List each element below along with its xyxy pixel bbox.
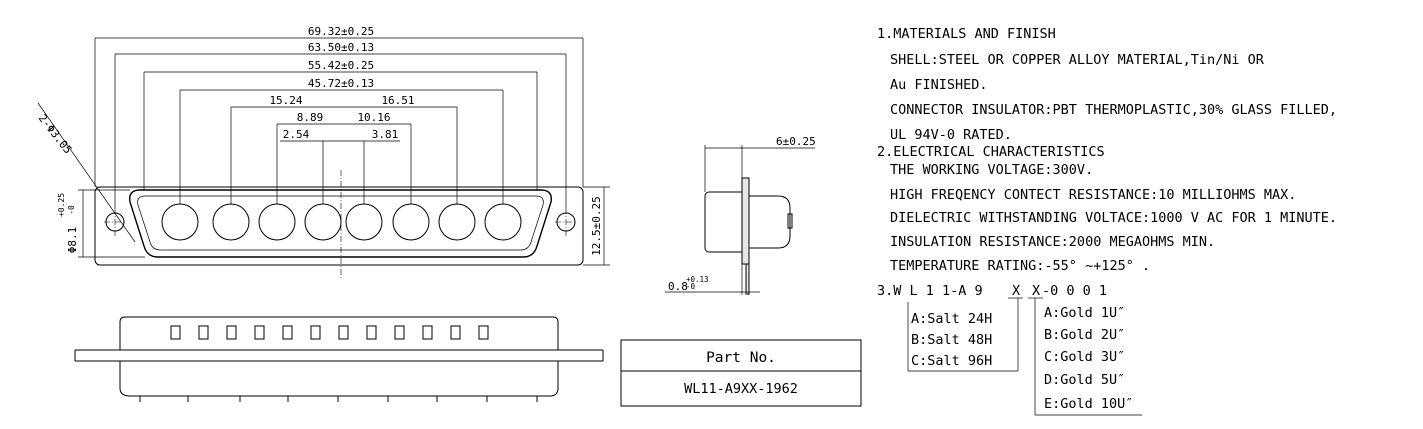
contact-5 bbox=[345, 203, 383, 241]
gold-option: A:Gold 1U″ bbox=[1044, 305, 1125, 321]
note-line1: 1.MATERIALS AND FINISH bbox=[877, 26, 1056, 42]
dim-hole-callout: 2-Φ3.05 bbox=[36, 112, 75, 157]
part-table-header: Part No. bbox=[706, 350, 776, 366]
salt-option: B:Salt 48H bbox=[911, 332, 992, 348]
notes: 1.MATERIALS AND FINISH SHELL:STEEL OR CO… bbox=[877, 26, 1337, 274]
note-line11: TEMPERATURE RATING:-55° ~+125° . bbox=[890, 258, 1150, 274]
side-pin bbox=[745, 263, 750, 295]
dim-overall: 69.32±0.25 bbox=[308, 25, 374, 38]
gold-options: A:Gold 1U″ B:Gold 2U″ C:Gold 3U″ D:Gold … bbox=[1044, 305, 1133, 412]
gold-option: C:Gold 3U″ bbox=[1044, 349, 1125, 365]
dim-height: 12.5±0.25 bbox=[590, 196, 603, 256]
dim-left-far: 15.24 bbox=[269, 94, 302, 107]
flange-outline bbox=[94, 186, 584, 266]
salt-option: C:Salt 96H bbox=[911, 353, 992, 369]
note-line9: DIELECTRIC WITHSTANDING VOLTACE:1000 V A… bbox=[890, 210, 1337, 226]
gold-option: D:Gold 5U″ bbox=[1044, 372, 1125, 388]
part-table-value: WL11-A9XX-1962 bbox=[684, 381, 798, 397]
contact-cavities bbox=[161, 203, 522, 241]
side-flange-thickness: 0.8 bbox=[668, 280, 688, 293]
side-depth: 6±0.25 bbox=[776, 135, 816, 148]
salt-option: A:Salt 24H bbox=[911, 311, 992, 327]
dim-mount-holes: 63.50±0.13 bbox=[308, 41, 374, 54]
gold-option: E:Gold 10U″ bbox=[1044, 396, 1133, 412]
dim-shell-height: Φ8.1 bbox=[66, 227, 79, 254]
dim-shell-tol-upper: +0.25 bbox=[57, 193, 66, 217]
note-line5: UL 94V-0 RATED. bbox=[890, 127, 1012, 143]
dim-left-mid: 8.89 bbox=[297, 111, 324, 124]
contact-3 bbox=[258, 203, 296, 241]
contact-7 bbox=[438, 203, 476, 241]
side-insulator bbox=[749, 195, 791, 249]
note-line8: HIGH FREQENCY CONTECT RESISTANCE:10 MILL… bbox=[890, 187, 1296, 203]
bottom-view bbox=[74, 316, 604, 402]
dim-right-mid: 10.16 bbox=[357, 111, 390, 124]
note-line7: THE WORKING VOLTAGE:300V. bbox=[890, 162, 1093, 178]
side-shell-body bbox=[704, 191, 748, 253]
note-line10: INSULATION RESISTANCE:2000 MEGAOHMS MIN. bbox=[890, 234, 1215, 250]
side-view: 6±0.25 0.8 +0.13 -0 bbox=[665, 135, 816, 295]
gold-option: B:Gold 2U″ bbox=[1044, 327, 1125, 343]
dim-pin-span: 45.72±0.13 bbox=[308, 77, 374, 90]
dim-right-far: 16.51 bbox=[381, 94, 414, 107]
contact-2 bbox=[212, 203, 250, 241]
code-suffix: -0 0 0 1 bbox=[1042, 283, 1107, 299]
code-x2: X bbox=[1032, 283, 1040, 299]
note-line4: CONNECTOR INSULATOR:PBT THERMOPLASTIC,30… bbox=[890, 102, 1337, 118]
bottom-pins bbox=[139, 396, 538, 402]
dim-shell-tol-lower: -0 bbox=[67, 205, 76, 215]
salt-options: A:Salt 24H B:Salt 48H C:Salt 96H bbox=[911, 311, 992, 369]
note-line3: Au FINISHED. bbox=[890, 77, 988, 93]
front-dimensions: 69.32±0.25 63.50±0.13 55.42±0.25 45.72±0… bbox=[36, 25, 610, 266]
code-x1: X bbox=[1012, 283, 1020, 299]
bottom-slots bbox=[170, 325, 489, 340]
note-line2: SHELL:STEEL OR COPPER ALLOY MATERIAL,Tin… bbox=[890, 52, 1265, 68]
contact-6 bbox=[392, 203, 430, 241]
front-view: 69.32±0.25 63.50±0.13 55.42±0.25 45.72±0… bbox=[36, 25, 610, 278]
dim-shell-outer: 55.42±0.25 bbox=[308, 59, 374, 72]
order-code: 3.W L 1 1-A 9 X X -0 0 0 1 A:Salt 24H B:… bbox=[877, 283, 1142, 416]
side-flange-tol-upper: +0.13 bbox=[686, 275, 709, 284]
side-flange bbox=[741, 177, 750, 265]
contact-8 bbox=[484, 203, 522, 241]
part-number-table: Part No. WL11-A9XX-1962 bbox=[620, 339, 862, 407]
note-line6: 2.ELECTRICAL CHARACTERISTICS bbox=[877, 144, 1105, 160]
dim-right-near: 3.81 bbox=[372, 128, 399, 141]
d-shell-inner bbox=[137, 195, 544, 251]
side-flange-tol-lower: -0 bbox=[686, 282, 696, 291]
dim-left-near: 2.54 bbox=[283, 128, 310, 141]
code-prefix: 3.W L 1 1-A 9 bbox=[877, 283, 983, 299]
bottom-shell-lower bbox=[119, 361, 559, 397]
contact-4 bbox=[304, 203, 342, 241]
d-shell-outer bbox=[129, 189, 552, 258]
contact-1 bbox=[161, 203, 199, 241]
